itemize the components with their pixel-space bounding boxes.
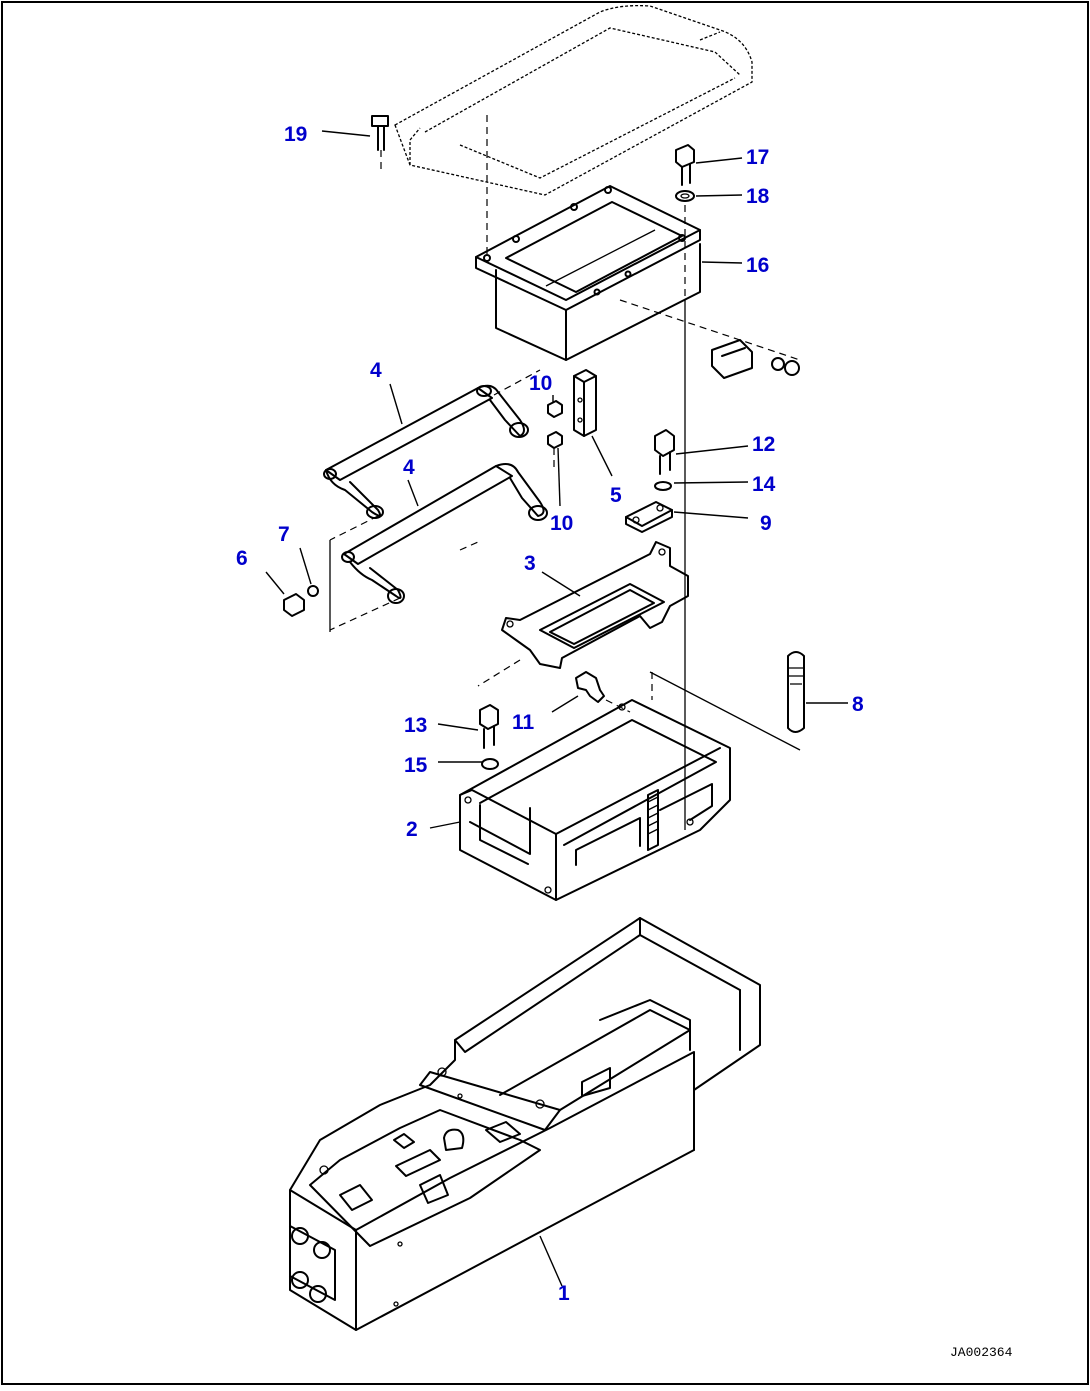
bolt-12 [654,429,675,475]
bolt-17 [675,144,695,186]
alignment-line [649,671,801,751]
callout-19: 19 [284,123,307,146]
callout-11: 11 [512,711,535,734]
washer-15 [481,758,499,770]
console-box-1 [289,917,761,1331]
washer-18 [675,190,695,202]
bolt-13 [479,704,499,749]
block-5 [573,369,597,437]
callout-17: 17 [746,146,769,169]
callout-15: 15 [404,754,428,777]
leader-lines [265,130,848,1287]
callout-12: 12 [752,433,775,456]
bolt-19 [371,115,389,172]
callout-9: 9 [760,512,772,535]
plate-9 [625,501,673,533]
callouts: 19 17 18 16 4 10 4 12 14 5 10 9 7 6 3 8 … [236,123,864,1305]
callout-5: 5 [610,484,622,507]
callout-13: 13 [404,714,427,737]
base-frame-2 [459,672,731,901]
callout-4-lower: 4 [403,456,415,479]
pin-8 [787,651,805,733]
bolt-11 [575,671,631,713]
callout-3: 3 [524,552,536,575]
hinge-detail [619,299,801,379]
armrest-cushion [394,4,753,196]
callout-14: 14 [752,473,776,496]
bolt-6 [283,593,305,617]
bracket-3 [477,541,689,687]
drawing-code: JA002364 [950,1345,1013,1360]
callout-10-lower: 10 [550,512,573,535]
callout-6: 6 [236,547,248,570]
spacer-10-upper [547,400,563,418]
callout-16: 16 [746,254,769,277]
callout-8: 8 [852,693,864,716]
callout-2: 2 [406,818,418,841]
tray-16 [475,185,701,361]
spacer-10-lower [547,431,563,470]
callout-18: 18 [746,185,770,208]
callout-1: 1 [558,1282,570,1305]
callout-4-upper: 4 [370,359,382,382]
callout-7: 7 [278,523,290,546]
washer-7 [307,585,319,597]
link-arm-4-lower [329,463,548,631]
link-arm-4-upper [323,369,541,541]
washer-14 [654,481,672,491]
callout-10-upper: 10 [529,372,552,395]
